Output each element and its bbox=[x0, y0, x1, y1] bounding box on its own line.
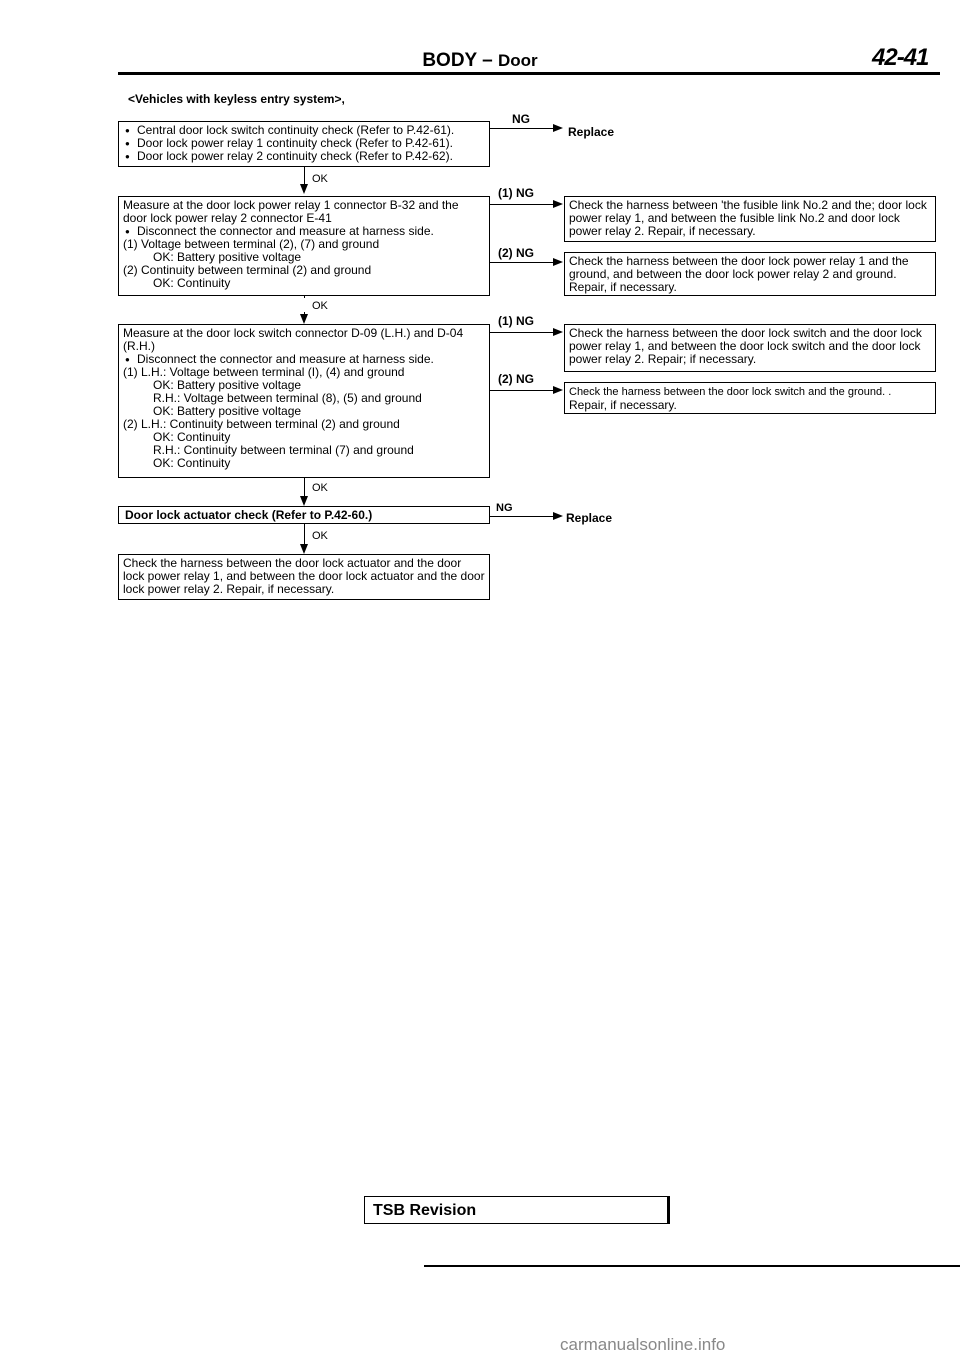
step1-ok-label: OK bbox=[312, 173, 328, 185]
step3-ng1-line bbox=[490, 332, 554, 333]
step3-line: OK: Continuity bbox=[153, 430, 231, 444]
step4-ng-label: NG bbox=[496, 502, 513, 514]
footer-rule bbox=[424, 1265, 960, 1267]
step2-ng2-text: Check the harness between the door lock … bbox=[569, 254, 909, 294]
vehicle-condition: <Vehicles with keyless entry system>, bbox=[128, 92, 345, 106]
page-title: BODY – Door bbox=[0, 50, 960, 72]
step1-box: Central door lock switch continuity chec… bbox=[118, 121, 490, 167]
list-item: Door lock power relay 2 continuity check… bbox=[123, 150, 485, 164]
step2-ng1-result: Check the harness between 'the fusible l… bbox=[564, 196, 936, 242]
step2-ok-label: OK bbox=[312, 300, 328, 312]
step1-ng-label: NG bbox=[512, 112, 530, 126]
step1-list: Central door lock switch continuity chec… bbox=[123, 124, 485, 164]
step2-ng1-line bbox=[490, 204, 554, 205]
step4-ng-result: Replace bbox=[566, 511, 613, 525]
step2-line: OK: Battery positive voltage bbox=[153, 250, 302, 264]
step2-line: Measure at the door lock power relay 1 c… bbox=[123, 198, 459, 212]
step4-box: Door lock actuator check (Refer to P.42-… bbox=[118, 506, 490, 524]
step2-ok-arrow bbox=[300, 314, 308, 324]
step5-text: Check the harness between the door lock … bbox=[123, 556, 485, 596]
step3-ng2-result: Check the harness between the door lock … bbox=[564, 382, 936, 414]
step3-ok-arrow bbox=[300, 496, 308, 506]
step2-line: (1) Voltage between terminal (2), (7) an… bbox=[123, 237, 380, 251]
step4-ok-label: OK bbox=[312, 530, 328, 542]
step3-ng2-text1: Check the harness between the door lock … bbox=[569, 386, 892, 398]
step3-line: Measure at the door lock switch connecto… bbox=[123, 326, 464, 340]
step3-ng1-label: (1) NG bbox=[498, 314, 534, 328]
tsb-revision-box: TSB Revision bbox=[364, 1196, 670, 1224]
step1-ng-arrow bbox=[553, 124, 563, 132]
step2-box: Measure at the door lock power relay 1 c… bbox=[118, 196, 490, 296]
step3-ok-line bbox=[304, 478, 305, 498]
step3-line-text: Disconnect the connector and measure at … bbox=[137, 352, 434, 366]
step1-ok-arrow bbox=[300, 184, 308, 194]
step2-line: ●Disconnect the connector and measure at… bbox=[125, 224, 434, 238]
step2-ng2-arrow bbox=[553, 258, 563, 266]
step1-ok-line bbox=[304, 167, 305, 185]
watermark: carmanualsonline.info bbox=[560, 1335, 726, 1354]
step3-line: (R.H.) bbox=[123, 339, 155, 353]
step3-line: OK: Battery positive voltage bbox=[153, 404, 302, 418]
step2-ng2-result: Check the harness between the door lock … bbox=[564, 252, 936, 296]
step1-ng-line bbox=[490, 128, 554, 129]
step3-line: (1) L.H.: Voltage between terminal (I), … bbox=[123, 365, 405, 379]
step1-ng-result: Replace bbox=[568, 125, 615, 139]
step3-ng2-label: (2) NG bbox=[498, 372, 534, 386]
step4-label: Door lock actuator check (Refer to P.42-… bbox=[125, 508, 373, 522]
step3-ok-label: OK bbox=[312, 482, 328, 494]
title-sub: Door bbox=[498, 51, 538, 70]
step3-line: (2) L.H.: Continuity between terminal (2… bbox=[123, 417, 400, 431]
step3-ng2-arrow bbox=[553, 386, 563, 394]
step2-line: door lock power relay 2 connector E-41 bbox=[123, 211, 332, 225]
step4-ng-line bbox=[490, 516, 554, 517]
step5-box: Check the harness between the door lock … bbox=[118, 554, 490, 600]
step2-ng2-label: (2) NG bbox=[498, 246, 534, 260]
step3-ng1-result: Check the harness between the door lock … bbox=[564, 324, 936, 372]
step3-box: Measure at the door lock switch connecto… bbox=[118, 324, 490, 478]
step3-line: R.H.: Voltage between terminal (8), (5) … bbox=[153, 391, 422, 405]
step3-line: R.H.: Continuity between terminal (7) an… bbox=[153, 443, 414, 457]
step2-ng1-arrow bbox=[553, 200, 563, 208]
list-item: Central door lock switch continuity chec… bbox=[123, 124, 485, 138]
step2-ng1-label: (1) NG bbox=[498, 186, 534, 200]
header-rule bbox=[118, 72, 940, 75]
step3-ng2-text2: Repair, if necessary. bbox=[569, 398, 677, 412]
step3-ng1-text: Check the harness between the door lock … bbox=[569, 326, 922, 366]
step4-ok-line bbox=[304, 524, 305, 546]
step2-ng2-line bbox=[490, 262, 554, 263]
step2-ok-line bbox=[304, 296, 305, 298]
step2-line: OK: Continuity bbox=[153, 276, 231, 290]
step3-line: ●Disconnect the connector and measure at… bbox=[125, 352, 434, 366]
step2-ng1-text: Check the harness between 'the fusible l… bbox=[569, 198, 927, 238]
list-item: Door lock power relay 1 continuity check… bbox=[123, 137, 485, 151]
step2-line-text: Disconnect the connector and measure at … bbox=[137, 224, 434, 238]
step3-line: OK: Battery positive voltage bbox=[153, 378, 302, 392]
title-main: BODY bbox=[422, 50, 477, 71]
step3-ng2-line bbox=[490, 390, 554, 391]
page-number: 42-41 bbox=[872, 44, 929, 71]
step3-line: OK: Continuity bbox=[153, 456, 231, 470]
title-dash: – bbox=[482, 50, 493, 71]
step4-ok-arrow bbox=[300, 544, 308, 554]
step2-line: (2) Continuity between terminal (2) and … bbox=[123, 263, 372, 277]
step4-ng-arrow bbox=[553, 512, 563, 520]
step3-ng1-arrow bbox=[553, 328, 563, 336]
